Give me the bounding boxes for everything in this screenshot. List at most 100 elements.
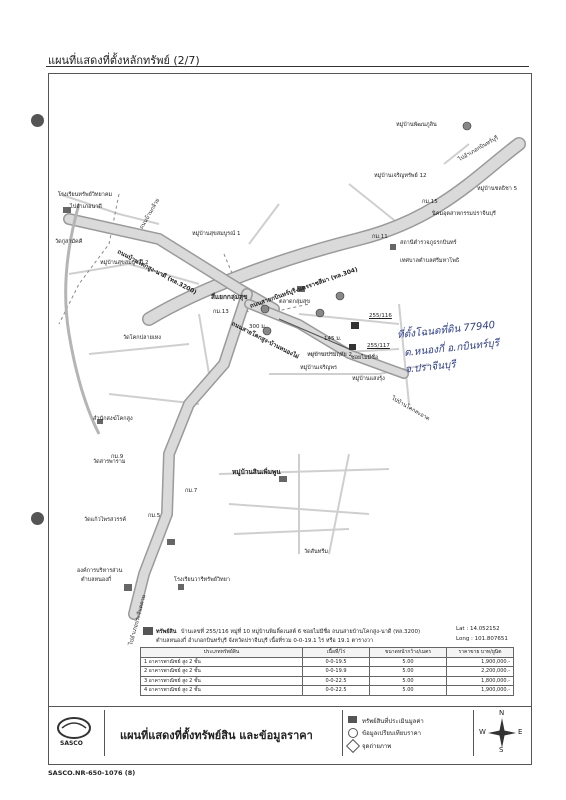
map-label: วัดโคกปลายเหง <box>123 335 161 341</box>
binder-hole-top <box>31 114 44 127</box>
map-label: หมู่บ้านเจริญทรัพย์ 12 <box>374 173 427 179</box>
property-marker-2 <box>349 344 356 350</box>
map-label: กม.7 <box>185 488 198 494</box>
legend-label: จุดถ่ายภาพ <box>362 743 392 750</box>
legend-compare-icon <box>348 728 358 738</box>
logo-text: SASCO <box>60 740 83 747</box>
header-rule <box>46 66 529 67</box>
row-number: 2 <box>144 668 148 675</box>
cell-price: 1,900,000.- <box>446 656 514 667</box>
map-label: เทศบาลตำบลศรีมหาโพธิ <box>400 258 460 264</box>
cell-width: 5.00 <box>369 656 447 667</box>
compass-west: W <box>479 728 486 736</box>
map-label: วัดสารพาราม <box>93 459 126 465</box>
document-code: SASCO.NR-650-1076 (8) <box>48 769 136 777</box>
compass-south: S <box>499 746 504 754</box>
cell-area: 0-0-19.9 <box>302 666 370 677</box>
compass-east: E <box>518 728 523 736</box>
map-label: ซอยไม่มีชื่อ <box>351 355 379 361</box>
map-label: กม.13 <box>213 309 229 315</box>
map-label: สถานีตำรวจภูธรกบินทร์ <box>400 240 457 246</box>
map-label: หมู่บ้านเปรมฤทัย 2 <box>307 352 352 358</box>
property-marker-group <box>349 322 359 350</box>
cell-type: อาคารพาณิชย์ สูง 2 ชั้น <box>148 687 201 694</box>
sasco-logo: SASCO <box>54 716 94 748</box>
map-label: กม.15 <box>422 199 438 205</box>
table-header: ประเภททรัพย์สิน <box>140 647 303 658</box>
map-label: หมู่บ้านเจริญพร <box>300 365 337 371</box>
map-label: หมู่บ้านสุขสมบูรณ์ 2 <box>100 260 149 266</box>
map-label: กม.11 <box>372 234 388 240</box>
map-label: หมู่บ้านชลธิชา 5 <box>477 186 518 192</box>
divider <box>473 710 474 756</box>
compass-north: N <box>499 709 505 717</box>
map-label: 145 ม. <box>324 336 342 342</box>
cell-type: อาคารพาณิชย์ สูง 2 ชั้น <box>148 677 201 684</box>
map-label: องค์การบริหารส่วน <box>77 568 123 574</box>
property-marker <box>351 322 359 329</box>
cell-width: 5.00 <box>369 685 447 696</box>
map-label: หมู่บ้านสินเพิ่มพูน <box>232 468 281 476</box>
bottom-rule <box>48 706 532 707</box>
main-roads <box>63 137 526 620</box>
table-row: 1 อาคารพาณิชย์ สูง 2 ชั้น 0-0-19.5 5.00 … <box>140 656 514 667</box>
table-row: 3 อาคารพาณิชย์ สูง 2 ชั้น 0-0-22.5 5.00 … <box>140 675 514 686</box>
longitude: Long : 101.807651 <box>456 636 508 642</box>
map-label: นิคมอุตสาหกรรมปราจีนบุรี <box>432 211 496 217</box>
map-label: สำนักสงฆ์โคกสูง <box>93 416 133 422</box>
cell-area: 0-0-19.5 <box>302 656 370 667</box>
cell-area: 0-0-22.5 <box>302 675 370 686</box>
table-row: 4 อาคารพาณิชย์ สูง 2 ชั้น 0-0-22.5 5.00 … <box>140 685 514 696</box>
property-label: ทรัพย์สิน <box>156 629 177 635</box>
cell-width: 5.00 <box>369 675 447 686</box>
page-title: แผนที่แสดงที่ตั้งหลักทรัพย์ (2/7) <box>48 54 200 67</box>
map-label: หมู่บ้านแสงรุ้ง <box>352 376 385 382</box>
property-address-2: ตำบลหนองกี่ อำเภอกบินทร์บุรี จังหวัดปราจ… <box>156 638 374 644</box>
legend-label: ทรัพย์สินที่ประเมินมูลค่า <box>362 718 424 725</box>
row-number: 3 <box>144 677 148 684</box>
binder-hole-bottom <box>31 512 44 525</box>
property-legend-marker <box>143 627 153 635</box>
document-title: แผนที่แสดงที่ตั้งทรัพย์สิน และข้อมูลราคา <box>120 729 313 742</box>
property-address: บ้านเลขที่ 255/116 หมู่ที่ 10 หมู่บ้านพิ… <box>181 629 421 635</box>
cell-type: อาคารพาณิชย์ สูง 2 ชั้น <box>148 658 201 665</box>
map-label: 255/116 <box>369 313 392 319</box>
map-label: ตำบลหนองกี่ <box>81 577 112 583</box>
cell-price: 2,200,000.- <box>446 666 514 677</box>
map-label: วัดแก้วไพรสวรรค์ <box>84 517 127 523</box>
divider <box>342 710 343 756</box>
comparison-markers <box>260 121 472 336</box>
map-label: หมู่บ้านสุขสมบูรณ์ 1 <box>192 231 241 237</box>
map-label: ไปอำเภอนาดี <box>70 204 102 210</box>
map-label: สี่แยกกลุ่มสุข <box>211 293 248 301</box>
cell-area: 0-0-22.5 <box>302 685 370 696</box>
canal <box>64 203 101 435</box>
compass-rose: N S W E <box>478 709 526 754</box>
table-header: ขนาดหน้ากว้าง/เมตร <box>369 647 447 658</box>
map-label: หมู่บ้านพัฒนภูลิน <box>396 122 437 128</box>
map-label: กม.9 <box>111 454 124 460</box>
property-soi <box>278 318 350 350</box>
legend-property-icon <box>348 716 357 723</box>
map-canvas <box>58 121 526 620</box>
map-label: 255/117 <box>367 343 390 349</box>
map-label: 300 ม. <box>249 324 267 330</box>
map-label: โรงเรียนทรัพย์วิทยาคม <box>58 192 113 198</box>
map-frame <box>48 73 532 765</box>
table-header: เนื้อที่/ไร่ <box>302 647 370 658</box>
landmarks <box>63 207 396 591</box>
table-header: ราคาขาย บาท/ยูนิต <box>446 647 514 658</box>
cell-price: 1,900,000.- <box>446 685 514 696</box>
latitude: Lat : 14.052152 <box>456 626 500 632</box>
minor-roads <box>58 143 470 555</box>
property-table: ประเภททรัพย์สิน เนื้อที่/ไร่ ขนาดหน้ากว้… <box>140 647 514 696</box>
map-label: วัดสันทรีม <box>304 549 328 555</box>
map-label: วัดกู่สามัคคี <box>55 239 83 245</box>
cell-width: 5.00 <box>369 666 447 677</box>
row-number: 1 <box>144 658 148 665</box>
row-number: 4 <box>144 687 148 694</box>
map-label: กม.5 <box>148 513 161 519</box>
map-label: โรงเรียนวารีทรัพย์วิทยา <box>174 577 230 583</box>
map-label: ตลาดกลุ่มสุข <box>279 299 311 305</box>
cell-type: อาคารพาณิชย์ สูง 2 ชั้น <box>148 668 201 675</box>
